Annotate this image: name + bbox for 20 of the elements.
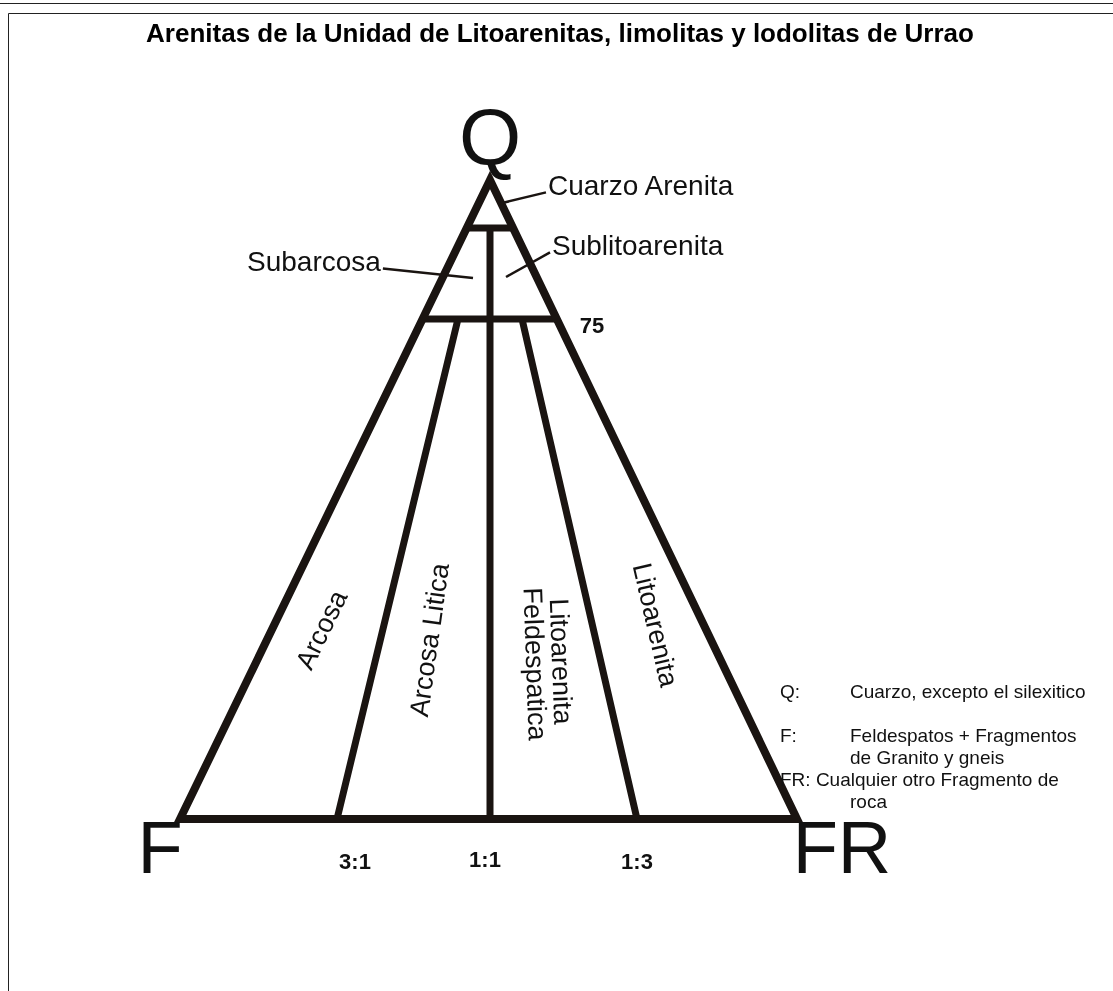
vertex-label: F bbox=[137, 811, 183, 885]
ratio-label: 3:1 bbox=[339, 849, 371, 875]
percentage-label: 75 bbox=[579, 313, 605, 339]
diagram-title: Arenitas de la Unidad de Litoarenitas, limolitas y lodolitas de Urrao bbox=[145, 18, 975, 48]
legend-text: Cuarzo, excepto el silexitico bbox=[850, 681, 1087, 703]
rock-type-label: Sublitoarenita bbox=[552, 230, 724, 262]
legend-key: Q: bbox=[780, 681, 801, 703]
leader-line bbox=[505, 251, 551, 279]
legend-text: Feldespatos + Fragmentos de Granito y gneis bbox=[850, 725, 1078, 769]
field-label: Litoarenita bbox=[625, 560, 685, 690]
ratio-label: 1:3 bbox=[621, 849, 653, 875]
legend-text: FR: Cualquier otro Fragmento de roca bbox=[780, 769, 1060, 813]
vertex-label: Q bbox=[458, 98, 522, 178]
rock-type-label: Subarcosa bbox=[247, 246, 381, 278]
legend-key: F: bbox=[780, 725, 797, 747]
rock-type-label: Cuarzo Arenita bbox=[548, 170, 734, 202]
ratio-label: 1:1 bbox=[469, 847, 501, 873]
field-label: Arcosa Litica bbox=[403, 561, 457, 719]
vertex-label: FR bbox=[792, 811, 892, 885]
leader-line bbox=[382, 267, 474, 280]
